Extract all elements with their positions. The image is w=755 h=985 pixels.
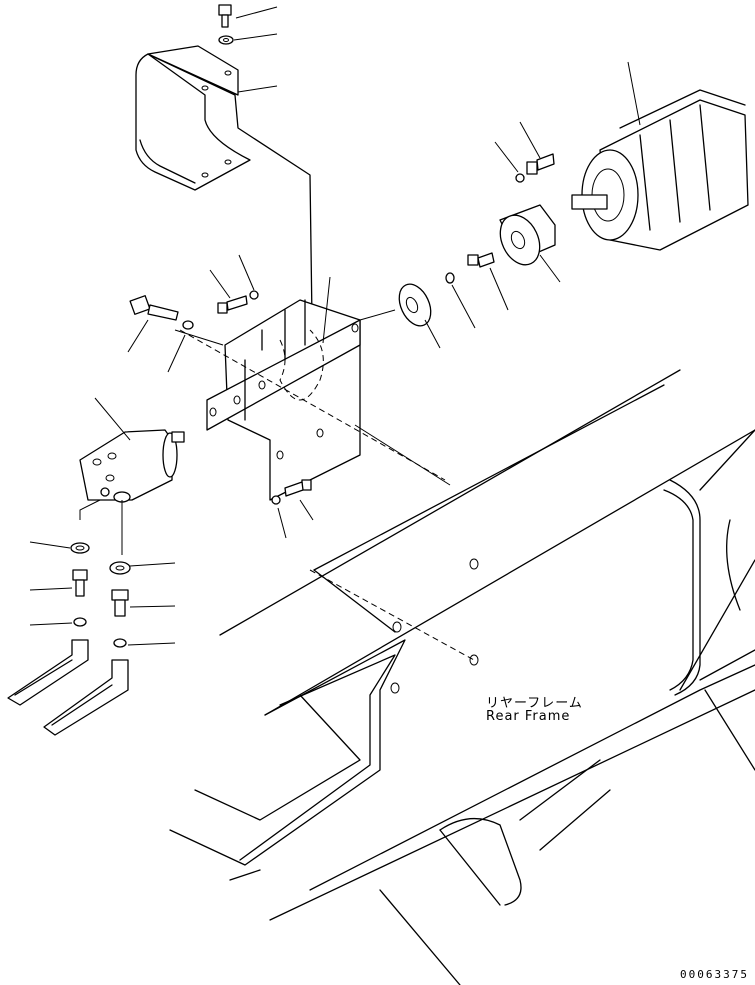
coupling-hub-left	[398, 252, 509, 349]
main-pump	[571, 61, 749, 251]
frame-label-english: Rear Frame	[486, 709, 571, 724]
document-code: 00063375	[680, 968, 749, 981]
bracket-bolts	[127, 254, 314, 539]
top-bracket	[135, 45, 313, 321]
frame-label-japanese: リヤーフレーム	[486, 696, 583, 711]
fittings-right	[43, 561, 176, 736]
rear-frame	[169, 369, 755, 985]
top-bolt	[218, 4, 278, 93]
coupling-hub-right	[494, 121, 561, 283]
mounting-bracket	[174, 276, 451, 501]
small-pump	[79, 397, 185, 555]
fittings-left	[7, 541, 90, 706]
